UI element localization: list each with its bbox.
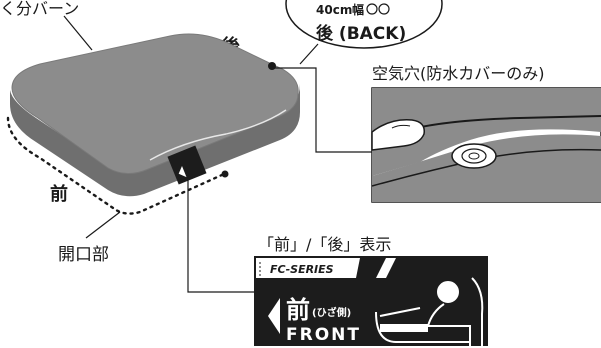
cushion-top	[11, 33, 299, 174]
front-tag-word: FRONT	[286, 325, 361, 345]
cushion-tag	[167, 145, 207, 185]
tag-leader-line	[187, 180, 254, 293]
eyelet-icon	[451, 143, 497, 169]
cushion-side	[10, 84, 300, 197]
cushion	[6, 33, 300, 215]
width-badge-number: 40cm	[316, 3, 352, 17]
cushion-tag-arrow-icon	[178, 165, 187, 178]
front-marker: 前	[50, 183, 68, 205]
cushion-seam	[149, 109, 287, 161]
back-badge-label: 後 (BACK)	[316, 23, 406, 44]
opening-dot	[221, 170, 229, 178]
seated-person-icon	[375, 277, 484, 346]
front-tag-sub: (ひざ側)	[312, 306, 351, 319]
opening-dotted-outline	[6, 116, 226, 215]
top-left-partial-label: く分バーン	[0, 0, 79, 18]
front-tag: FC-SERIES 前 (ひざ側) FRONT	[254, 256, 488, 346]
hole-icon-2	[378, 3, 390, 15]
width-badge-kanji: 幅	[352, 2, 364, 17]
opening-label: 開口部	[58, 245, 109, 265]
finger-icon	[371, 119, 425, 151]
front-tag-kanji: 前	[286, 296, 310, 324]
back-badge: 40cm 幅 後 (BACK)	[285, 0, 443, 49]
air-hole-inset	[371, 87, 601, 203]
hole-icon-1	[366, 3, 378, 15]
top-left-leader-line	[63, 15, 93, 51]
badge-leader-line	[299, 43, 319, 65]
air-hole-label: 空気穴(防水カバーのみ)	[372, 64, 545, 83]
series-label: FC-SERIES	[270, 263, 334, 276]
air-hole-leader-line	[274, 67, 372, 153]
opening-leader-line	[85, 211, 121, 239]
left-arrow-icon	[268, 298, 280, 334]
front-back-display-label: 「前」/「後」表示	[258, 235, 391, 254]
air-hole-dot	[268, 62, 276, 70]
